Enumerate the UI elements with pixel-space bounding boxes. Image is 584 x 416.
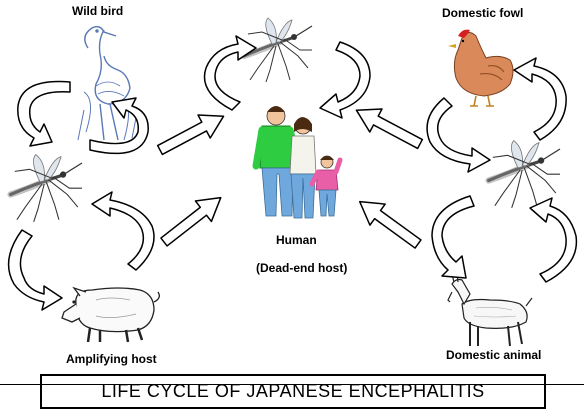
arrow-to-human-lower-left bbox=[155, 186, 230, 253]
label-human: Human bbox=[276, 233, 317, 247]
label-domestic-animal: Domestic animal bbox=[446, 348, 542, 362]
label-amplifying-host: Amplifying host bbox=[66, 352, 157, 366]
family-icon bbox=[252, 106, 343, 219]
mosquito-icon-left bbox=[11, 155, 82, 222]
cycle-arrow-icon-left-lower bbox=[7, 191, 155, 311]
goat-icon bbox=[447, 267, 533, 347]
mosquito-icon-right bbox=[489, 141, 560, 208]
heron-icon bbox=[77, 25, 137, 141]
cycle-arrow-icon-top bbox=[203, 35, 371, 119]
title-box: LIFE CYCLE OF JAPANESE ENCEPHALITIS bbox=[40, 374, 546, 409]
pig-icon bbox=[61, 286, 160, 343]
cycle-arrow-icon-right-upper bbox=[426, 57, 567, 173]
label-dead-end-host: (Dead-end host) bbox=[256, 261, 348, 275]
label-wild-bird: Wild bird bbox=[72, 4, 124, 18]
cycle-arrow-icon-left-upper bbox=[17, 80, 149, 155]
hen-icon bbox=[448, 29, 514, 107]
cycle-arrow-icon-right-lower bbox=[431, 195, 578, 283]
divider-line bbox=[0, 384, 584, 385]
arrow-to-human-lower-right bbox=[351, 190, 427, 256]
arrow-to-human-upper-left bbox=[153, 103, 231, 163]
diagram-title: LIFE CYCLE OF JAPANESE ENCEPHALITIS bbox=[101, 381, 485, 401]
label-domestic-fowl: Domestic fowl bbox=[442, 6, 524, 20]
arrow-to-human-upper-right bbox=[349, 97, 427, 157]
